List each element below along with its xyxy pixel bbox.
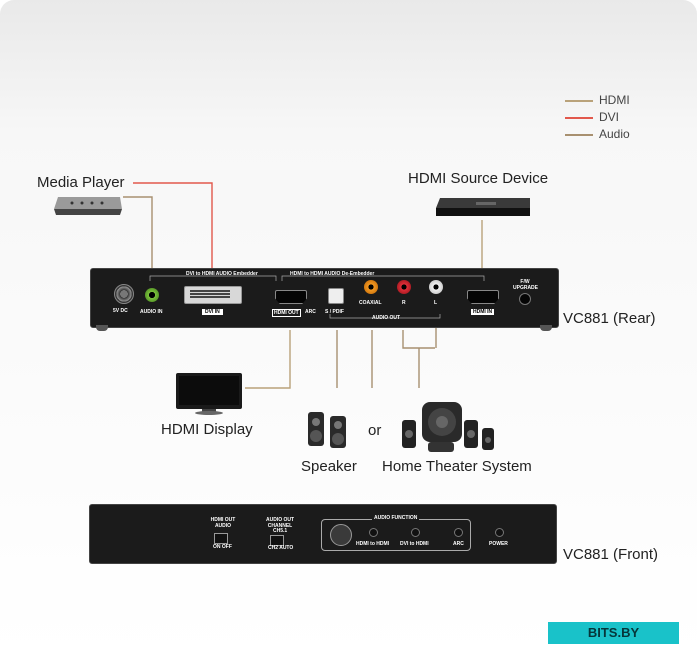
rear-foot-left	[96, 325, 108, 331]
or-label: or	[368, 422, 382, 439]
wire-media-dvi	[133, 182, 213, 285]
audio-in-jack[interactable]	[145, 288, 159, 302]
power-led-label: POWER	[489, 541, 508, 547]
hdmi-in-port[interactable]	[467, 290, 499, 304]
watermark-logo: BITS.BY	[548, 622, 679, 644]
hdmi-out-audio-on-off-label: ON OFF	[213, 544, 232, 550]
wire-r	[402, 330, 435, 349]
hdmi-to-hdmi-led	[369, 528, 378, 537]
audio-out-channel-switch[interactable]	[270, 535, 284, 546]
fw-upgrade-label: F/W UPGRADE	[513, 279, 539, 291]
audio-function-button[interactable]	[330, 524, 352, 546]
audio-out-label: AUDIO OUT	[372, 315, 401, 321]
hdmi-to-hdmi-label: HDMI to HDMI	[356, 541, 390, 547]
hdmi-out-arc-label: ARC	[305, 309, 316, 315]
speaker-icon	[308, 412, 346, 448]
hdmi-deembedder-label: HDMI to HDMI AUDIO De-Embedder	[290, 271, 375, 277]
hdmi-out-audio-label: HDMI OUT AUDIO	[210, 517, 236, 529]
hdmi-source-device-icon	[436, 198, 530, 216]
hdmi-display-icon	[176, 373, 242, 415]
hdmi-display-label: HDMI Display	[161, 421, 253, 438]
vc881-front-label: VC881 (Front)	[563, 546, 659, 563]
power-led	[495, 528, 504, 537]
media-player-icon	[54, 197, 122, 215]
vc881-rear-label: VC881 (Rear)	[563, 310, 656, 327]
legend-hdmi-line	[565, 100, 593, 102]
dvi-embedder-label: DVI to HDMI AUDIO Embedder	[186, 271, 258, 277]
spdif-port[interactable]	[328, 288, 344, 304]
hdmi-out-label: HDMI OUT	[272, 309, 301, 317]
front-arc-label: ARC	[453, 541, 464, 547]
legend-dvi-label: DVI	[599, 110, 620, 124]
spdif-label: S / PDIF	[325, 309, 344, 315]
ch51-label: CH5.1	[273, 528, 288, 534]
vc881-front-panel	[89, 504, 557, 564]
speaker-label: Speaker	[301, 458, 357, 475]
audio-r-jack[interactable]	[397, 280, 411, 294]
audio-function-label: AUDIO FUNCTION	[372, 515, 420, 521]
arc-led	[454, 528, 463, 537]
wire-media-audio	[123, 196, 153, 290]
ch2-auto-label: CH2 AUTO	[268, 545, 294, 551]
fw-upgrade-port[interactable]	[519, 293, 531, 305]
hdmi-out-audio-switch[interactable]	[214, 533, 228, 544]
coaxial-label: COAXIAL	[359, 300, 382, 306]
hdmi-source-device-label: HDMI Source Device	[408, 170, 549, 187]
home-theater-system-label: Home Theater System	[382, 458, 532, 475]
dvi-pins	[190, 290, 230, 298]
legend-audio-label: Audio	[599, 127, 630, 141]
dvi-in-label: DVI IN	[202, 309, 223, 315]
dvi-to-hdmi-label: DVI to HDMI	[400, 541, 429, 547]
rear-foot-right	[540, 325, 552, 331]
dvi-to-hdmi-led	[411, 528, 420, 537]
legend-hdmi-label: HDMI	[599, 93, 630, 107]
audio-l-jack[interactable]	[429, 280, 443, 294]
hdmi-out-port[interactable]	[275, 290, 307, 304]
power-port-label: 5V DC	[113, 308, 128, 314]
audio-out-channel-label: AUDIO OUT CHANNEL	[265, 517, 295, 529]
coaxial-jack[interactable]	[364, 280, 378, 294]
wire-hdmi-display	[245, 330, 291, 389]
hdmi-in-label: HDMI IN	[471, 309, 495, 315]
power-port[interactable]	[114, 284, 134, 304]
audio-l-label: L	[434, 300, 438, 306]
home-theater-system-icon	[402, 402, 494, 452]
legend-dvi-line	[565, 117, 593, 119]
legend-audio-line	[565, 134, 593, 136]
media-player-label: Media Player	[37, 174, 125, 191]
audio-r-label: R	[402, 300, 406, 306]
audio-in-label: AUDIO IN	[140, 309, 163, 315]
